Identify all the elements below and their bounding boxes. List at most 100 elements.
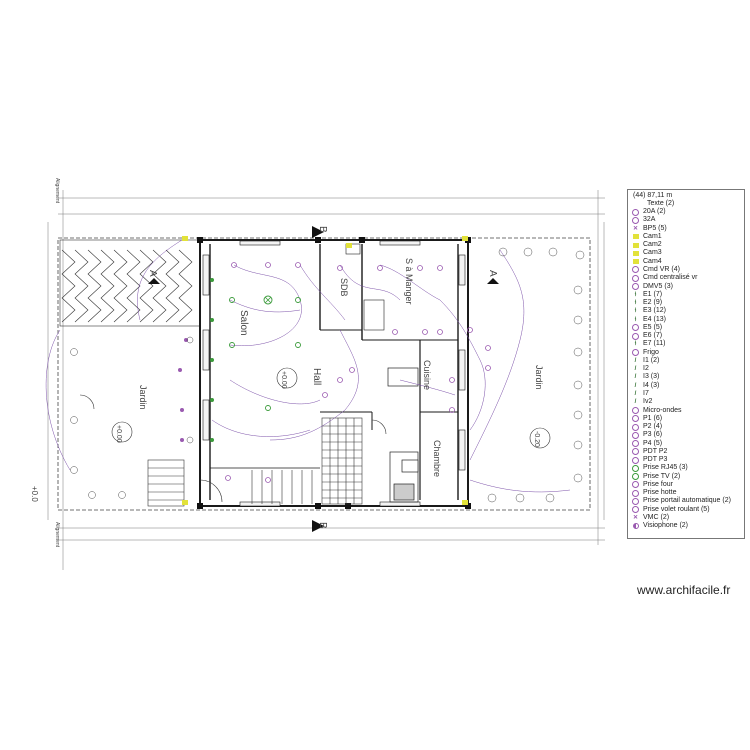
- legend-item-label: Visiophone (2): [643, 522, 689, 530]
- legend-item: 20A (2): [631, 208, 742, 216]
- legend-item-label: Prise volet roulant (5): [643, 505, 710, 513]
- legend-item-label: VMC (2): [643, 513, 670, 521]
- legend-item: ⫮E4 (13): [631, 315, 742, 323]
- legend-item: PDT P3: [631, 456, 742, 464]
- outlet-icon: [631, 473, 640, 481]
- section-mark-b-bottom: B: [317, 522, 328, 529]
- interrupter-icon: /: [634, 366, 637, 373]
- section-markers: [148, 226, 499, 532]
- room-label-salon: Salon: [238, 310, 249, 336]
- legend-item-label: I3 (3): [643, 373, 660, 381]
- legend-item: Prise TV (2): [631, 473, 742, 481]
- section-mark-a-left: A: [147, 270, 158, 277]
- legend-item-label: E5 (5): [643, 323, 663, 331]
- interrupter-icon: /: [634, 390, 637, 397]
- visiophone-icon: [631, 523, 640, 530]
- legend-item: PDT P2: [631, 448, 742, 456]
- legend-item: ⫮ E1 (7): [631, 291, 742, 299]
- legend-item: 32A: [631, 216, 742, 224]
- kitchen-counter: [387, 367, 419, 387]
- room-label-chambre: Chambre: [432, 440, 442, 477]
- legend-item: /I4 (3): [631, 382, 742, 390]
- legend-item-label: I7: [643, 389, 649, 397]
- legend-item-label: PDT P3: [643, 456, 668, 464]
- level-center: +0.00: [280, 371, 287, 389]
- legend-item-label: P1 (6): [643, 414, 663, 422]
- interrupter-icon: /: [634, 382, 637, 389]
- legend-item: Cam4: [631, 258, 742, 266]
- camera-icon: [631, 258, 640, 265]
- bathroom-fixtures: [345, 243, 385, 331]
- legend-item: DMV5 (3): [631, 282, 742, 291]
- outlet-icon: [631, 431, 640, 439]
- legend-item-label: E7 (11): [643, 340, 666, 348]
- level-left: +0.00: [115, 425, 122, 443]
- switch-icon: ⫮: [634, 291, 637, 298]
- interrupter-icon: /: [634, 399, 637, 406]
- room-label-jardin-left: Jardin: [138, 385, 148, 410]
- legend-item: / I7: [631, 390, 742, 398]
- legend-item: E5 (5): [631, 324, 742, 332]
- outlet-icon: [631, 415, 640, 423]
- switch-icon: ⫮: [634, 341, 637, 348]
- legend-item-label: DMV5 (3): [643, 282, 673, 290]
- legend-item-label: Cam4: [643, 257, 662, 265]
- legend-item-label: E3 (12): [643, 307, 666, 315]
- legend-item: ⫮ E7 (11): [631, 340, 742, 348]
- outlet-icon: [631, 506, 640, 514]
- outlet-icon: [631, 407, 640, 414]
- bed: [389, 451, 419, 503]
- legend-item-label: I2: [643, 365, 649, 373]
- legend-item: Prise portail automatique (2): [631, 497, 742, 505]
- legend-item-label: Prise four: [643, 480, 673, 488]
- legend-item-label: E2 (9): [643, 299, 663, 307]
- legend-item-label: Iv2: [643, 398, 653, 406]
- legend-item: Visiophone (2): [631, 522, 742, 530]
- room-label-cuisine: Cuisine: [422, 360, 432, 390]
- legend-item: Cam2: [631, 241, 742, 249]
- outlet-icon: [631, 216, 640, 224]
- electrical-symbols: [178, 236, 491, 505]
- legend-item: Cmd VR (4): [631, 266, 742, 274]
- legend-item: P3 (6): [631, 431, 742, 439]
- legend-item-label: Cam3: [643, 249, 662, 257]
- outlet-icon: [631, 440, 640, 448]
- outlet-icon: [631, 489, 640, 497]
- interrupter-icon: /: [634, 374, 637, 381]
- legend-item-label: 20A (2): [643, 208, 666, 216]
- level-outside: +0.0: [30, 486, 39, 502]
- section-mark-a-right: A: [487, 270, 498, 277]
- switch-icon: ⫮: [634, 316, 637, 323]
- outlet-icon: [631, 456, 640, 464]
- door-swings: [79, 394, 387, 503]
- legend-item-label: P3 (6): [643, 431, 663, 439]
- legend-item: ⫮ E2 (9): [631, 299, 742, 307]
- legend-item: ✕ VMC (2): [631, 514, 742, 522]
- legend-item-label: Cmd centralisé vr: [643, 274, 698, 282]
- dimension-lines: [47, 190, 605, 570]
- outlet-icon: [631, 324, 640, 332]
- room-label-jardin-right: Jardin: [534, 365, 544, 390]
- camera-icon: [631, 250, 640, 257]
- legend-item-label: PDT P2: [643, 447, 668, 455]
- legend-item: P2 (4): [631, 423, 742, 431]
- legend-item: Cmd centralisé vr: [631, 274, 742, 282]
- legend-item-label: Prise portail automatique (2): [643, 497, 731, 505]
- legend-item: Prise volet roulant (5): [631, 506, 742, 514]
- legend-item: Micro-ondes: [631, 406, 742, 414]
- watermark: www.archifacile.fr: [637, 583, 731, 597]
- legend-item: Prise hotte: [631, 489, 742, 497]
- legend-item-label: BP5 (5): [643, 224, 667, 232]
- switch-icon: ⫮: [634, 308, 637, 315]
- parking-area: [59, 239, 201, 327]
- room-label-hall: Hall: [311, 368, 322, 385]
- legend-subheader: Texte (2): [647, 200, 675, 207]
- cross-icon: ✕: [632, 514, 639, 521]
- outlet-icon: [631, 283, 640, 291]
- legend-item: /I1 (2): [631, 357, 742, 365]
- legend-item: Prise four: [631, 481, 742, 489]
- legend-item-label: E1 (7): [643, 290, 663, 298]
- legend-item: / I2: [631, 365, 742, 373]
- switch-icon: ⫮: [634, 300, 637, 307]
- legend-item: Cam1: [631, 233, 742, 241]
